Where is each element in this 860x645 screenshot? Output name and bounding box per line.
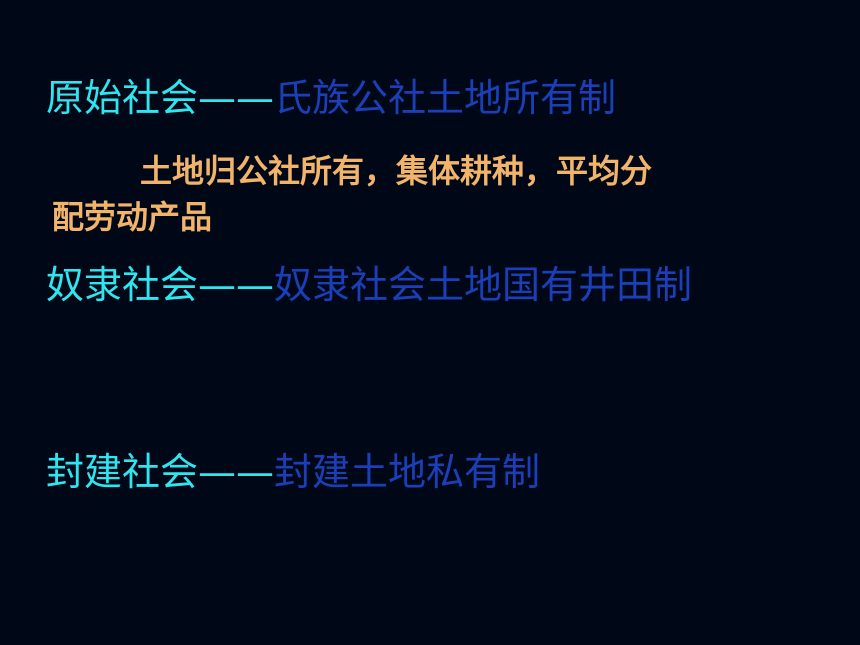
- feudal-society-land-system: 封建土地私有制: [274, 450, 541, 494]
- primitive-society-row: 原始社会——氏族公社土地所有制: [46, 76, 616, 120]
- slave-society-land-system: 奴隶社会土地国有井田制: [274, 263, 693, 307]
- feudal-society-row: 封建社会——封建土地私有制: [46, 450, 540, 494]
- primitive-society-note-line-1: 土地归公社所有，集体耕种，平均分: [140, 152, 653, 190]
- feudal-society-term: 封建社会——: [46, 450, 275, 494]
- primitive-society-note-line-2: 配劳动产品: [52, 198, 213, 236]
- primitive-society-term: 原始社会——: [46, 76, 275, 120]
- slave-society-row: 奴隶社会——奴隶社会土地国有井田制: [46, 263, 692, 307]
- primitive-society-land-system: 氏族公社土地所有制: [274, 76, 617, 120]
- slave-society-term: 奴隶社会——: [46, 263, 275, 307]
